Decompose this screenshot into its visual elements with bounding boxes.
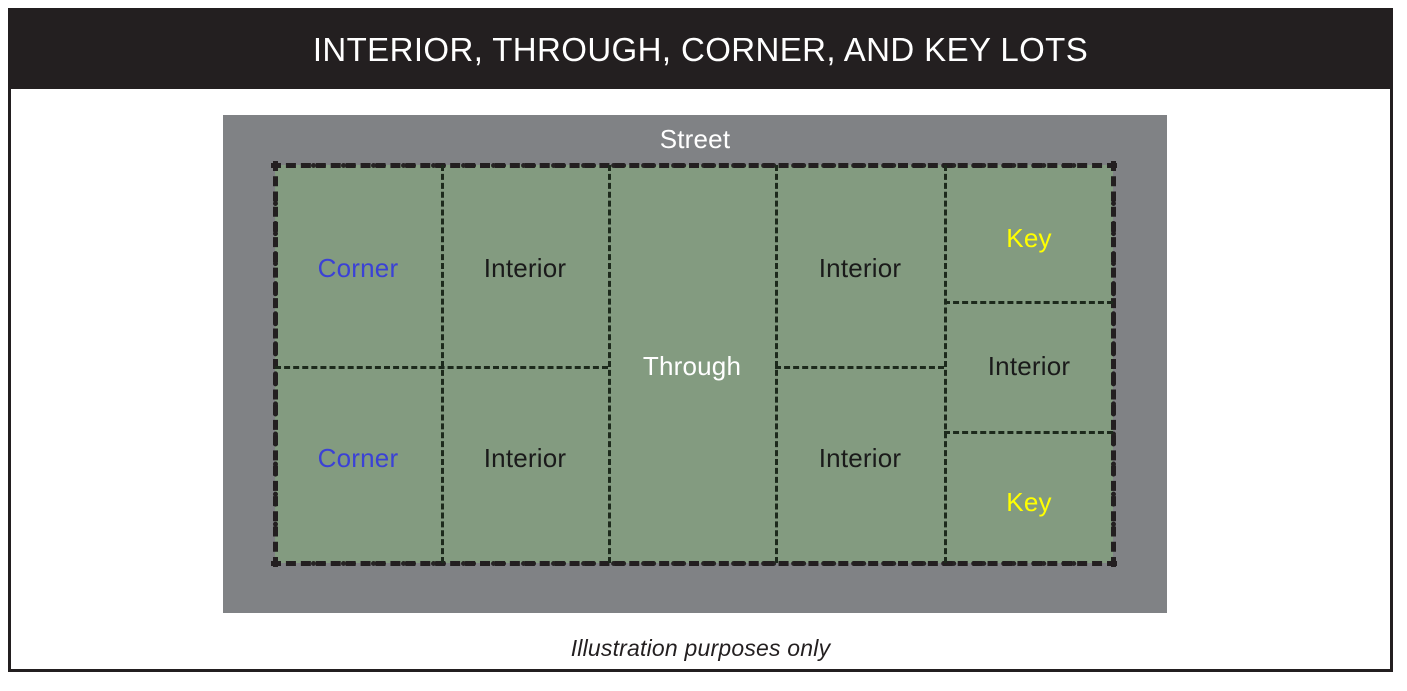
lot-block-border-top-dots <box>311 163 1077 168</box>
lot-label-key-bottom: Key <box>1006 487 1052 517</box>
lot-divider-horizontal-key-top <box>944 301 1113 304</box>
lot-block-border-right-dots <box>1111 201 1116 527</box>
lot-block-border-bottom-dots <box>311 561 1077 566</box>
figure-body: Street <box>11 89 1390 669</box>
lot-divider-vertical-1 <box>441 165 444 563</box>
lot-label-interior-top-right: Interior <box>818 253 902 283</box>
street-block: Street <box>223 115 1167 613</box>
lot-divider-horizontal-right <box>775 366 944 369</box>
lot-divider-horizontal-left <box>275 366 608 369</box>
lot-label-key-top: Key <box>1006 223 1052 253</box>
street-label: Street <box>659 124 731 154</box>
lot-label-interior-top-left: Interior <box>483 253 567 283</box>
lot-divider-vertical-2 <box>608 165 611 563</box>
figure-caption: Illustration purposes only <box>570 635 831 661</box>
lot-block-border-left <box>273 161 278 567</box>
figure-card: INTERIOR, THROUGH, CORNER, AND KEY LOTS … <box>8 8 1393 672</box>
lot-block-border-top <box>271 163 1117 168</box>
lot-label-interior-mid-right: Interior <box>987 351 1071 381</box>
lot-divider-vertical-3 <box>775 165 778 563</box>
lot-label-corner-top: Corner <box>317 253 399 283</box>
lot-block: Corner Interior Through Interior Key Cor… <box>271 161 1117 567</box>
lot-label-corner-bottom: Corner <box>317 443 399 473</box>
page-title: INTERIOR, THROUGH, CORNER, AND KEY LOTS <box>312 31 1089 68</box>
lot-divider-vertical-4 <box>944 165 947 563</box>
lot-label-through: Through <box>642 351 742 381</box>
lot-block-border-right <box>1111 161 1116 567</box>
lot-block-border-bottom <box>271 561 1117 566</box>
lot-divider-horizontal-key-bottom <box>944 431 1113 434</box>
lot-label-interior-bottom-right: Interior <box>818 443 902 473</box>
lot-block-border-left-dots <box>273 201 278 527</box>
lot-label-interior-bottom-left: Interior <box>483 443 567 473</box>
figure-title-band: INTERIOR, THROUGH, CORNER, AND KEY LOTS <box>11 11 1390 89</box>
